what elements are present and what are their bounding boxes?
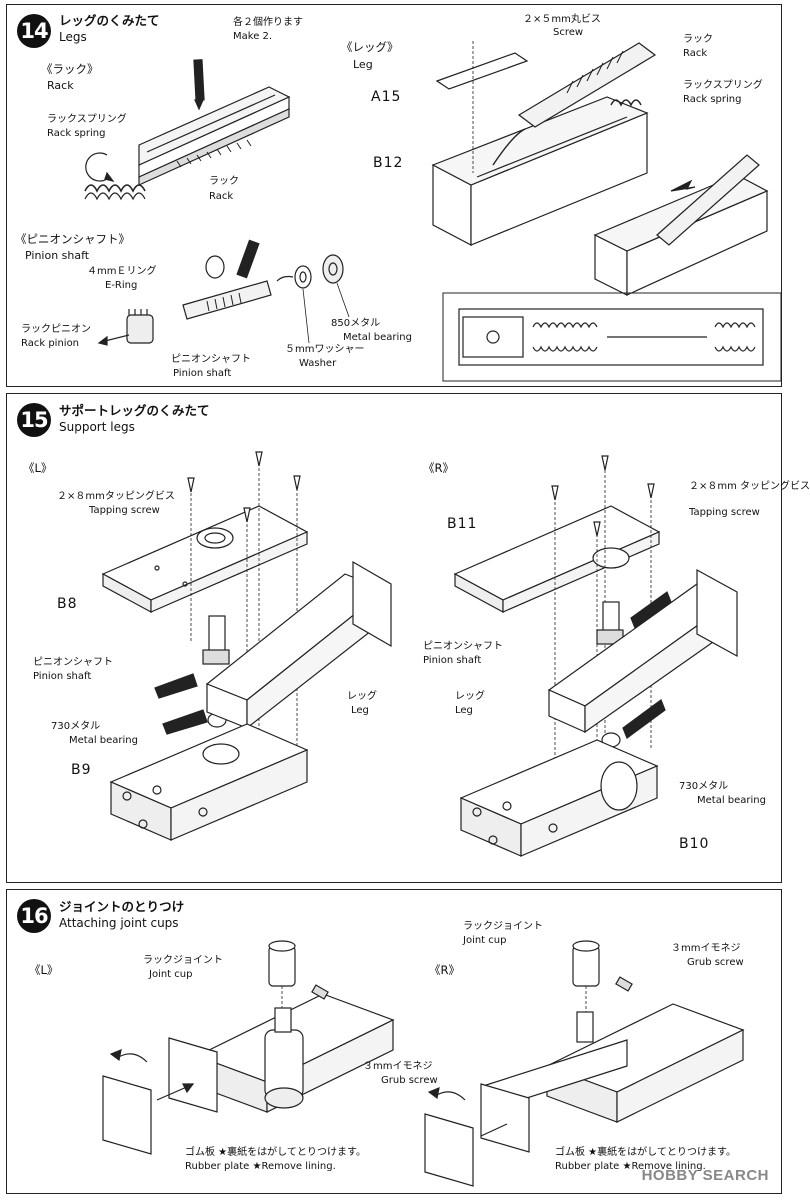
tapping-screw-label-l-en: Tapping screw bbox=[89, 505, 160, 516]
pinion-shaft-label-r-jp: ピニオンシャフト bbox=[423, 641, 503, 652]
rack-spring-label-jp: ラックスプリング bbox=[47, 114, 127, 125]
screw-label-jp: ２×５mm丸ビス bbox=[523, 14, 601, 25]
leg-drawing bbox=[431, 41, 782, 382]
step-title-jp: サポートレッグのくみたて bbox=[59, 403, 210, 418]
tapping-screw-label-r-jp: ２×８mm タッピングビス bbox=[689, 481, 810, 492]
rack-label-en: Rack bbox=[209, 191, 234, 202]
part-b10-label: B10 bbox=[679, 836, 710, 852]
right-label: 《R》 bbox=[429, 963, 460, 977]
leg-section-en: Leg bbox=[353, 58, 373, 71]
step-14-panel: 14 レッグのくみたて Legs 各２個作ります Make 2. 《ラック》 R… bbox=[6, 4, 782, 387]
tapping-screw-label-l-jp: ２×８mmタッピングビス bbox=[57, 491, 175, 502]
rubber-plate-label-r-en: Rubber plate ★Remove lining. bbox=[555, 1161, 706, 1172]
rubber-plate-label-r-jp: ゴム板 ★裏紙をはがしてとりつけます。 bbox=[555, 1147, 736, 1158]
grub-screw-label-l-jp: ３mmイモネジ bbox=[363, 1061, 433, 1072]
ering-label-jp: ４mmＥリング bbox=[87, 266, 157, 277]
left-joint-cup-drawing bbox=[102, 940, 395, 1155]
left-label: 《L》 bbox=[23, 461, 53, 475]
step-title-en: Legs bbox=[59, 30, 87, 44]
note-en: Make 2. bbox=[233, 31, 273, 42]
pinion-shaft-label-en: Pinion shaft bbox=[173, 368, 232, 379]
step-15-panel: 15 サポートレッグのくみたて Support legs 《L》 《R》 ２×８… bbox=[6, 393, 810, 883]
bearing-850-label-en: Metal bearing bbox=[343, 332, 412, 343]
rack-drawing bbox=[84, 59, 291, 201]
step-title-jp: レッグのくみたて bbox=[59, 13, 160, 28]
note-jp: 各２個作ります bbox=[233, 17, 303, 28]
rack-pinion-label-en: Rack pinion bbox=[21, 338, 80, 349]
tapping-screw-label-r-en: Tapping screw bbox=[689, 507, 760, 518]
ering-label-en: E-Ring bbox=[105, 280, 138, 291]
part-b12-label: B12 bbox=[373, 155, 404, 171]
step-16-panel: 16 ジョイントのとりつけ Attaching joint cups 《L》 《… bbox=[6, 889, 782, 1194]
rack-section-jp: 《ラック》 bbox=[41, 62, 99, 76]
bearing-850-label-jp: 850メタル bbox=[331, 318, 381, 329]
joint-cup-label-r-jp: ラックジョイント bbox=[463, 921, 543, 932]
leg-label-r-jp: レッグ bbox=[455, 691, 485, 702]
rack-label-2-en: Rack bbox=[683, 48, 708, 59]
part-b11-label: B11 bbox=[447, 516, 478, 532]
step-title-en: Support legs bbox=[59, 420, 135, 434]
grub-screw-label-r-jp: ３mmイモネジ bbox=[671, 943, 741, 954]
part-a15-label: A15 bbox=[371, 89, 402, 105]
step-title-en: Attaching joint cups bbox=[59, 916, 179, 930]
joint-cup-label-l-en: Joint cup bbox=[149, 969, 193, 980]
leg-section-jp: 《レッグ》 bbox=[341, 40, 399, 54]
pinion-section-en: Pinion shaft bbox=[25, 249, 90, 262]
pinion-shaft-drawing bbox=[97, 239, 350, 346]
rubber-plate-label-l-en: Rubber plate ★Remove lining. bbox=[185, 1161, 336, 1172]
grub-screw-label-l-en: Grub screw bbox=[381, 1075, 438, 1086]
rack-pinion-label-jp: ラックピニオン bbox=[21, 324, 91, 335]
part-b9-label: B9 bbox=[71, 762, 92, 778]
screw-label-en: Screw bbox=[553, 27, 584, 38]
rack-spring-label-2-en: Rack spring bbox=[683, 94, 742, 105]
rack-label-jp: ラック bbox=[209, 176, 239, 187]
pinion-shaft-label-l-en: Pinion shaft bbox=[33, 671, 92, 682]
bearing-label-l-jp: 730メタル bbox=[51, 721, 101, 732]
washer-label-jp: ５mmワッシャー bbox=[285, 344, 365, 355]
rack-spring-label-2-jp: ラックスプリング bbox=[683, 80, 763, 91]
left-support-leg-drawing bbox=[101, 451, 392, 841]
right-joint-cup-drawing bbox=[424, 940, 745, 1187]
leg-label-l-jp: レッグ bbox=[347, 691, 377, 702]
pinion-shaft-label-jp: ピニオンシャフト bbox=[171, 354, 251, 365]
rack-section-en: Rack bbox=[47, 79, 74, 92]
step-number-badge: 14 bbox=[17, 14, 51, 48]
watermark: HOBBY SEARCH bbox=[641, 1167, 769, 1184]
joint-cup-label-r-en: Joint cup bbox=[463, 935, 507, 946]
left-label: 《L》 bbox=[29, 963, 59, 977]
rack-label-2-jp: ラック bbox=[683, 34, 713, 45]
bearing-label-l-en: Metal bearing bbox=[69, 735, 138, 746]
bearing-label-r-jp: 730メタル bbox=[679, 781, 729, 792]
washer-label-en: Washer bbox=[299, 358, 337, 369]
pinion-section-jp: 《ピニオンシャフト》 bbox=[15, 232, 130, 246]
rubber-plate-label-l-jp: ゴム板 ★裏紙をはがしてとりつけます。 bbox=[185, 1147, 366, 1158]
right-support-leg-drawing bbox=[453, 455, 738, 857]
step-16-illustration bbox=[102, 940, 745, 1187]
joint-cup-label-l-jp: ラックジョイント bbox=[143, 955, 223, 966]
rack-spring-label-en: Rack spring bbox=[47, 128, 106, 139]
step-number-badge: 16 bbox=[17, 899, 51, 933]
step-title-jp: ジョイントのとりつけ bbox=[59, 899, 185, 914]
step-14-illustration bbox=[84, 41, 782, 382]
leg-label-l-en: Leg bbox=[351, 705, 369, 716]
leg-label-r-en: Leg bbox=[455, 705, 473, 716]
step-number-badge: 15 bbox=[17, 403, 51, 437]
part-b8-label: B8 bbox=[57, 596, 78, 612]
grub-screw-label-r-en: Grub screw bbox=[687, 957, 744, 968]
bearing-label-r-en: Metal bearing bbox=[697, 795, 766, 806]
right-label: 《R》 bbox=[423, 461, 454, 475]
pinion-shaft-label-r-en: Pinion shaft bbox=[423, 655, 482, 666]
pinion-shaft-label-l-jp: ピニオンシャフト bbox=[33, 657, 113, 668]
step-15-illustration bbox=[101, 451, 738, 857]
